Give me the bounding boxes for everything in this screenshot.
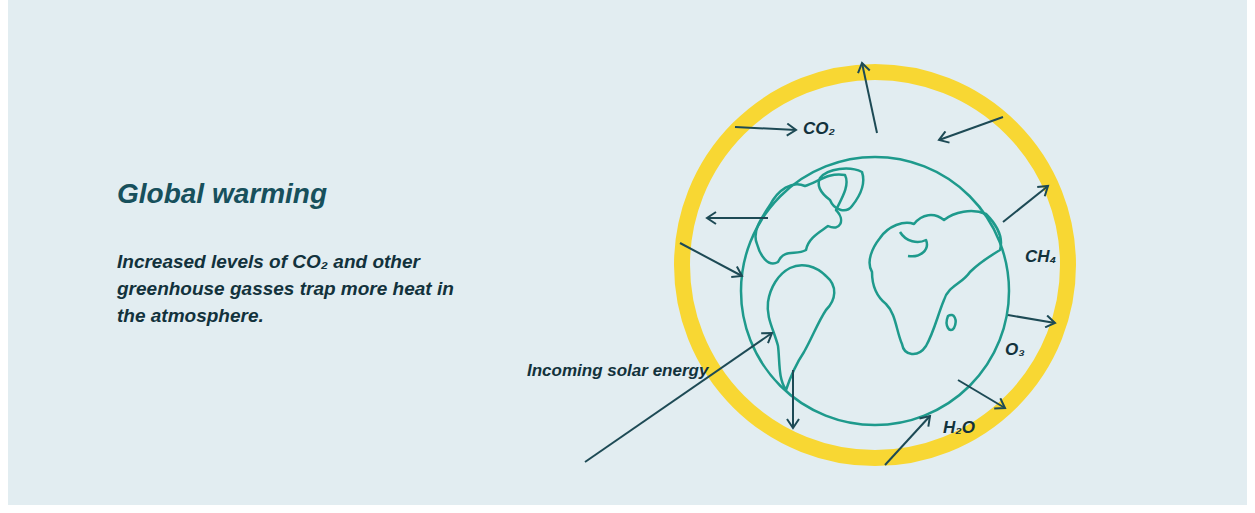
gas-label: CO₂	[803, 119, 835, 139]
radiation-arrows	[585, 63, 1055, 465]
diagram-title: Global warming	[117, 178, 327, 210]
diagram-caption: Increased levels of CO₂ and other greenh…	[117, 248, 462, 329]
earth-globe	[741, 157, 1009, 425]
continents	[755, 169, 1001, 390]
energy-label: Incoming solar energy	[527, 360, 657, 382]
atmosphere-ring	[682, 72, 1068, 458]
gas-label: CH₄	[1025, 247, 1056, 267]
gas-label: H₂O	[943, 418, 975, 438]
gas-label: O₃	[1005, 340, 1025, 360]
background-panel	[8, 0, 1247, 505]
